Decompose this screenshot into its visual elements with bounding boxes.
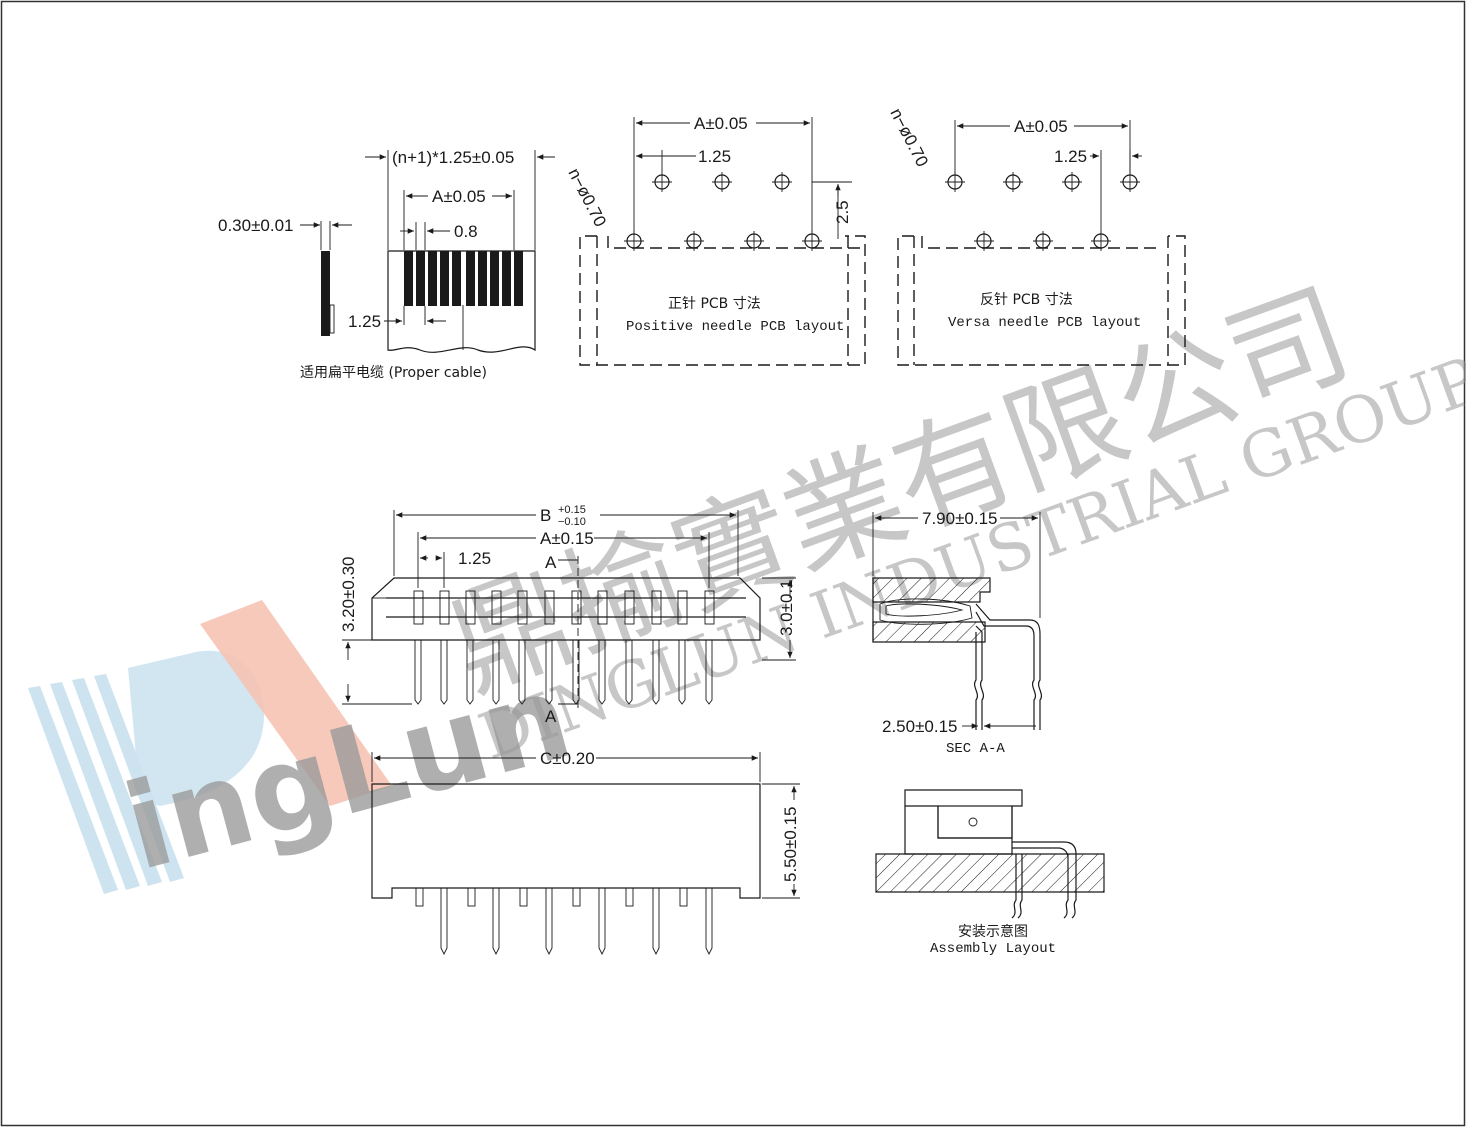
bottom-width-label: C±0.20 <box>540 749 595 768</box>
logo-stripes <box>28 674 184 894</box>
logo-l-shape <box>200 600 392 806</box>
cable-view: 0.30±0.01 (n+1)*1.25±0.05 A±0.05 0.8 <box>218 148 555 381</box>
section-view: 7.90±0.15 2.50±0.15 SEC A-A <box>872 509 1043 757</box>
versa-holes <box>945 172 1140 251</box>
section-depth-label: 7.90±0.15 <box>922 509 998 528</box>
versa-caption-cn: 反针 PCB 寸法 <box>980 292 1073 308</box>
conductor-width-label: 0.8 <box>454 222 478 241</box>
assembly-caption-en: Assembly Layout <box>930 941 1056 957</box>
bottom-view: C±0.20 5.50±0.15 <box>371 749 800 956</box>
cable-pitch-label: 1.25 <box>348 312 381 331</box>
front-pitch-label: 1.25 <box>458 549 491 568</box>
section-marker-bottom: A <box>545 707 557 726</box>
section-marker-top: A <box>545 553 557 572</box>
assembly-caption-cn: 安装示意图 <box>958 923 1028 940</box>
logo-d-shape <box>128 650 265 806</box>
front-tol-upper: +0.15 <box>558 504 586 516</box>
positive-span-label: A±0.05 <box>694 114 748 133</box>
section-lead-label: 2.50±0.15 <box>882 717 958 736</box>
positive-caption-cn: 正针 PCB 寸法 <box>668 296 761 312</box>
front-span-label: A±0.15 <box>540 529 594 548</box>
front-body-height-label: 3.0±0.1 <box>777 579 796 636</box>
thickness-label: 0.30±0.01 <box>218 216 294 235</box>
versa-span-label: A±0.05 <box>1014 117 1068 136</box>
bottom-height-label: 5.50±0.15 <box>781 806 800 882</box>
front-height-label: 3.20±0.30 <box>339 556 358 632</box>
cable-caption: 适用扁平电缆 (Proper cable) <box>300 365 487 381</box>
positive-holes <box>624 172 822 251</box>
cable-total-width-label: (n+1)*1.25±0.05 <box>392 148 514 167</box>
positive-pitch-label: 1.25 <box>698 147 731 166</box>
assembly-view: 安装示意图 Assembly Layout <box>875 789 1105 957</box>
front-pins <box>414 640 713 705</box>
front-view: B +0.15 −0.10 A±0.15 1.25 3.20±0.30 3.0±… <box>339 504 796 726</box>
front-overall-label: B <box>540 506 551 525</box>
versa-pitch-label: 1.25 <box>1054 147 1087 166</box>
cable-span-label: A±0.05 <box>432 187 486 206</box>
positive-row-offset-label: 2.5 <box>833 200 852 224</box>
front-tol-lower: −0.10 <box>558 516 586 528</box>
positive-caption-en: Positive needle PCB layout <box>626 319 844 335</box>
versa-caption-en: Versa needle PCB layout <box>948 315 1141 331</box>
section-caption: SEC A-A <box>946 741 1005 757</box>
bottom-pins <box>415 887 713 956</box>
front-contacts <box>413 590 715 625</box>
